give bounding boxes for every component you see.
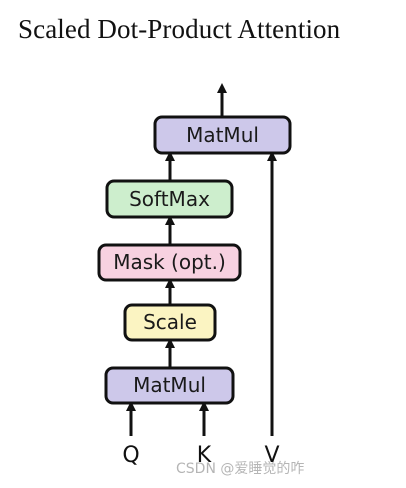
scale-box bbox=[123, 303, 217, 342]
matmul-top-label: MatMul bbox=[186, 123, 259, 147]
matmul-bottom-block: MatMul bbox=[104, 366, 235, 405]
mask-box bbox=[97, 243, 242, 282]
softmax-block: SoftMax bbox=[105, 179, 234, 219]
diagram-title: Scaled Dot-Product Attention bbox=[18, 14, 341, 44]
mask-block: Mask (opt.) bbox=[97, 243, 242, 282]
matmul-top-box bbox=[153, 115, 292, 155]
v-input-label: V bbox=[264, 443, 279, 468]
matmul-top-block: MatMul bbox=[153, 115, 292, 155]
softmax-box bbox=[105, 179, 234, 219]
mask-label: Mask (opt.) bbox=[113, 250, 226, 274]
watermark: CSDN @爱睡觉的咋 bbox=[176, 461, 305, 477]
scale-label: Scale bbox=[143, 310, 197, 334]
matmul-bottom-label: MatMul bbox=[133, 373, 206, 397]
matmul-bottom-box bbox=[104, 366, 235, 405]
softmax-label: SoftMax bbox=[129, 187, 210, 211]
k-input-label: K bbox=[197, 443, 212, 468]
arrows bbox=[126, 83, 277, 436]
q-input-label: Q bbox=[122, 443, 139, 468]
scale-block: Scale bbox=[123, 303, 217, 342]
